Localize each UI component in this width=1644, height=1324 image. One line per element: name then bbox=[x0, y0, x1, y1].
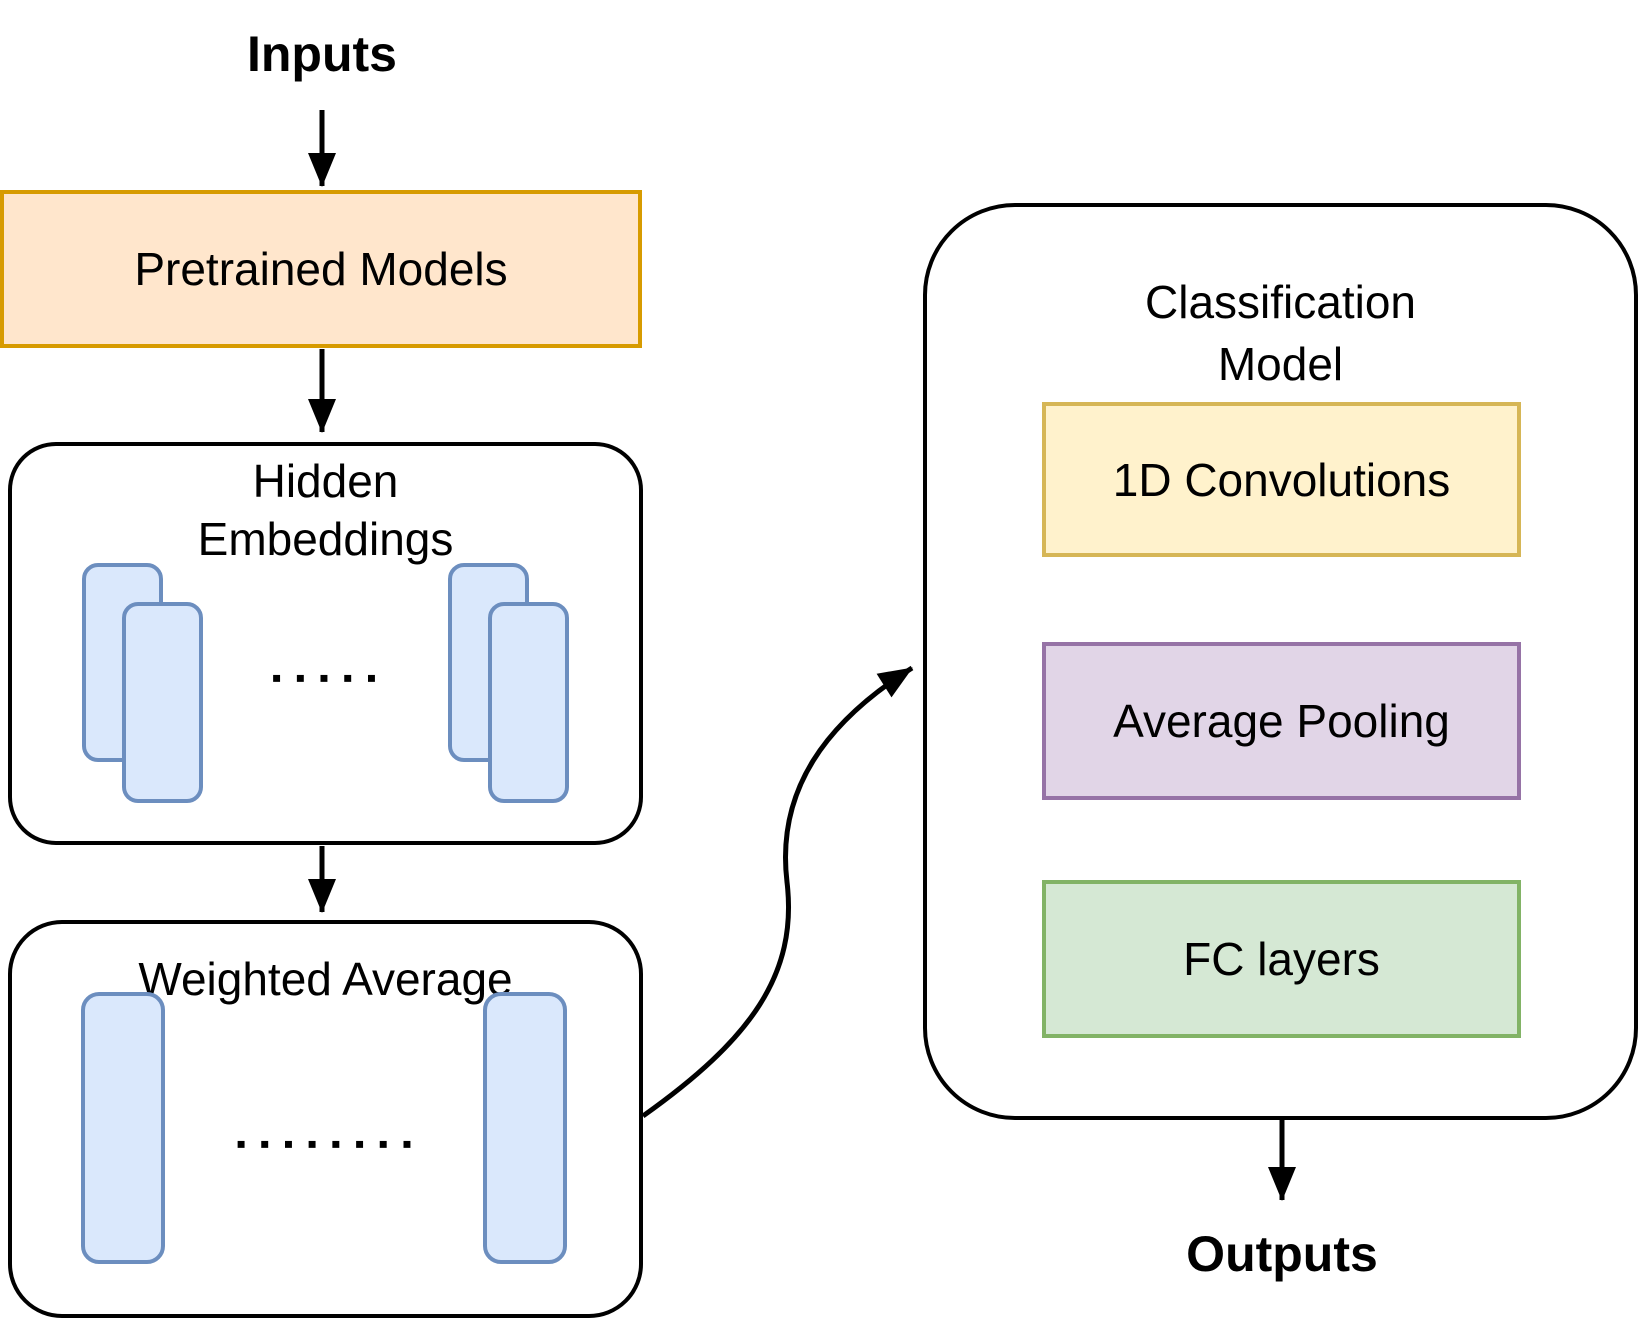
ellipsis-dots: ▪ ▪ ▪ ▪ ▪ ▪ ▪ ▪ bbox=[236, 1128, 415, 1159]
weighted-average-title: Weighted Average bbox=[138, 953, 513, 1005]
pretrained-models-box: Pretrained Models bbox=[0, 190, 642, 348]
classification-model-box: Classification Model 1D Convolutions Ave… bbox=[923, 203, 1638, 1120]
fc-layers-label: FC layers bbox=[1183, 933, 1380, 985]
fc-layers-box: FC layers bbox=[1042, 880, 1521, 1038]
conv1d-layer-box: 1D Convolutions bbox=[1042, 402, 1521, 557]
embedding-card bbox=[488, 602, 569, 803]
embedding-card bbox=[122, 602, 203, 803]
weighted-average-box: Weighted Average ▪ ▪ ▪ ▪ ▪ ▪ ▪ ▪ bbox=[8, 920, 643, 1318]
pretrained-models-label: Pretrained Models bbox=[134, 243, 508, 295]
classification-model-title: Classification Model bbox=[1145, 276, 1416, 390]
conv1d-layer-label: 1D Convolutions bbox=[1112, 453, 1451, 506]
hidden-embeddings-title: Hidden Embeddings bbox=[197, 455, 454, 565]
embedding-card bbox=[81, 992, 165, 1264]
average-pooling-layer-label: Average Pooling bbox=[1113, 695, 1450, 747]
inputs-label: Inputs bbox=[247, 26, 397, 82]
hidden-embeddings-box: Hidden Embeddings ▪ ▪ ▪ ▪ ▪ bbox=[8, 442, 643, 845]
outputs-label: Outputs bbox=[1186, 1226, 1378, 1282]
ellipsis-dots: ▪ ▪ ▪ ▪ ▪ bbox=[271, 662, 380, 693]
arrow-weighted-to-classification bbox=[641, 665, 914, 1119]
average-pooling-layer-box: Average Pooling bbox=[1042, 642, 1521, 800]
embedding-card bbox=[483, 992, 567, 1264]
